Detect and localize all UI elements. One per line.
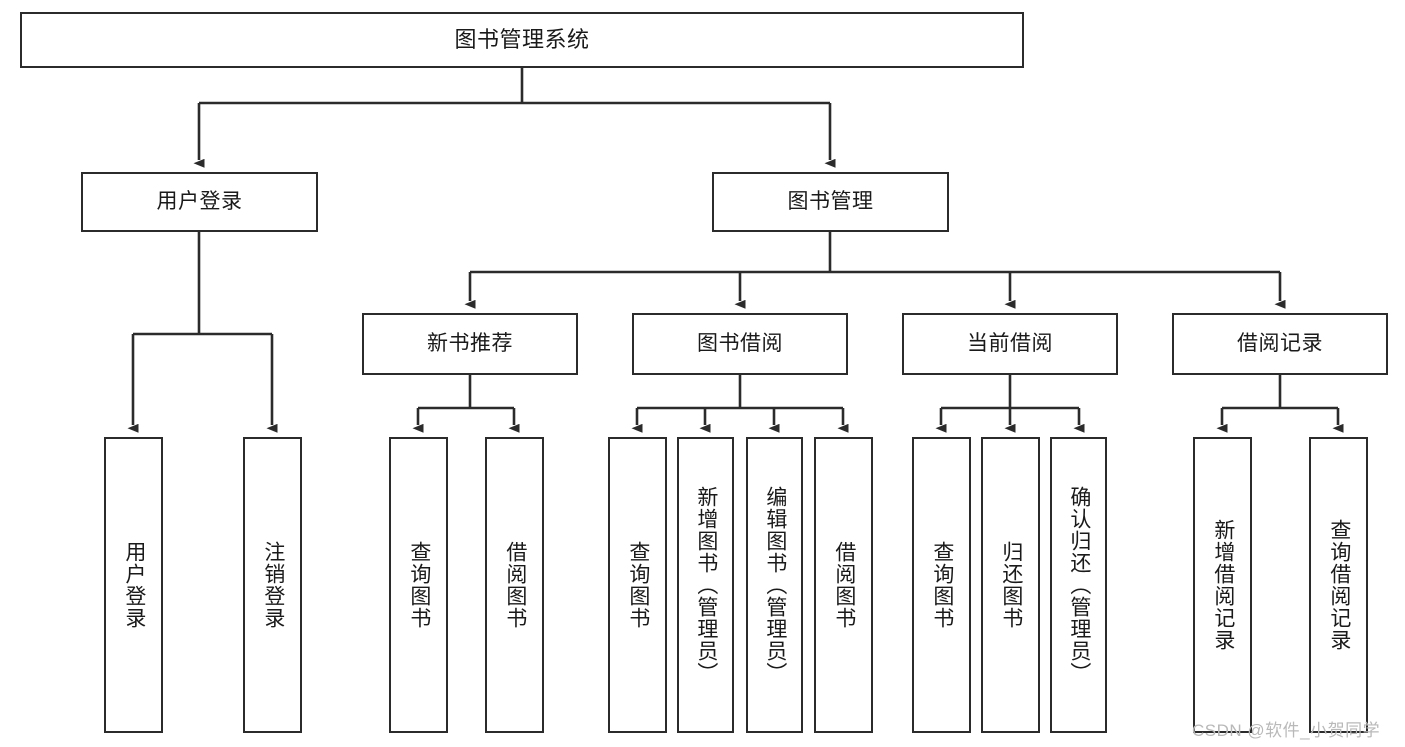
- node-label: 查询图书: [626, 541, 650, 629]
- node-label: 查询图书: [407, 541, 431, 629]
- node-book-borrow[interactable]: 图书借阅: [632, 313, 848, 375]
- node-label: 用户登录: [122, 541, 146, 629]
- node-label: 借阅图书: [832, 541, 856, 629]
- node-new-book-recommend[interactable]: 新书推荐: [362, 313, 578, 375]
- node-borrow-record[interactable]: 借阅记录: [1172, 313, 1388, 375]
- node-label: 当前借阅: [967, 331, 1053, 355]
- node-leaf-borrow-book-2[interactable]: 借阅图书: [814, 437, 873, 733]
- node-label: 新增图书（管理员）: [694, 486, 718, 684]
- node-label: 注销登录: [261, 541, 285, 629]
- node-leaf-return-book[interactable]: 归还图书: [981, 437, 1040, 733]
- node-label: 图书管理: [787, 189, 874, 213]
- node-label: 图书借阅: [697, 331, 783, 355]
- node-label: 确认归还（管理员）: [1067, 486, 1091, 684]
- node-book-manage[interactable]: 图书管理: [712, 172, 949, 232]
- node-label: 编辑图书（管理员）: [763, 486, 787, 684]
- node-label: 新增借阅记录: [1211, 519, 1235, 651]
- node-label: 查询借阅记录: [1327, 519, 1351, 651]
- node-leaf-query-record[interactable]: 查询借阅记录: [1309, 437, 1368, 733]
- node-leaf-query-book-2[interactable]: 查询图书: [608, 437, 667, 733]
- node-leaf-confirm-return[interactable]: 确认归还（管理员）: [1050, 437, 1107, 733]
- node-leaf-query-book-1[interactable]: 查询图书: [389, 437, 448, 733]
- node-user-login[interactable]: 用户登录: [81, 172, 318, 232]
- node-leaf-add-record[interactable]: 新增借阅记录: [1193, 437, 1252, 733]
- node-label: 图书管理系统: [454, 27, 590, 53]
- node-label: 归还图书: [999, 541, 1023, 629]
- node-label: 借阅图书: [503, 541, 527, 629]
- node-label: 查询图书: [930, 541, 954, 629]
- node-leaf-query-book-3[interactable]: 查询图书: [912, 437, 971, 733]
- node-leaf-add-book[interactable]: 新增图书（管理员）: [677, 437, 734, 733]
- node-label: 新书推荐: [427, 331, 513, 355]
- node-leaf-edit-book[interactable]: 编辑图书（管理员）: [746, 437, 803, 733]
- node-leaf-user-login[interactable]: 用户登录: [104, 437, 163, 733]
- node-leaf-borrow-book-1[interactable]: 借阅图书: [485, 437, 544, 733]
- node-leaf-logout-login[interactable]: 注销登录: [243, 437, 302, 733]
- csdn-watermark: CSDN @软件_小贺同学: [1192, 721, 1381, 740]
- node-label: 用户登录: [156, 189, 243, 213]
- node-label: 借阅记录: [1237, 331, 1323, 355]
- node-current-borrow[interactable]: 当前借阅: [902, 313, 1118, 375]
- node-root-system[interactable]: 图书管理系统: [20, 12, 1024, 68]
